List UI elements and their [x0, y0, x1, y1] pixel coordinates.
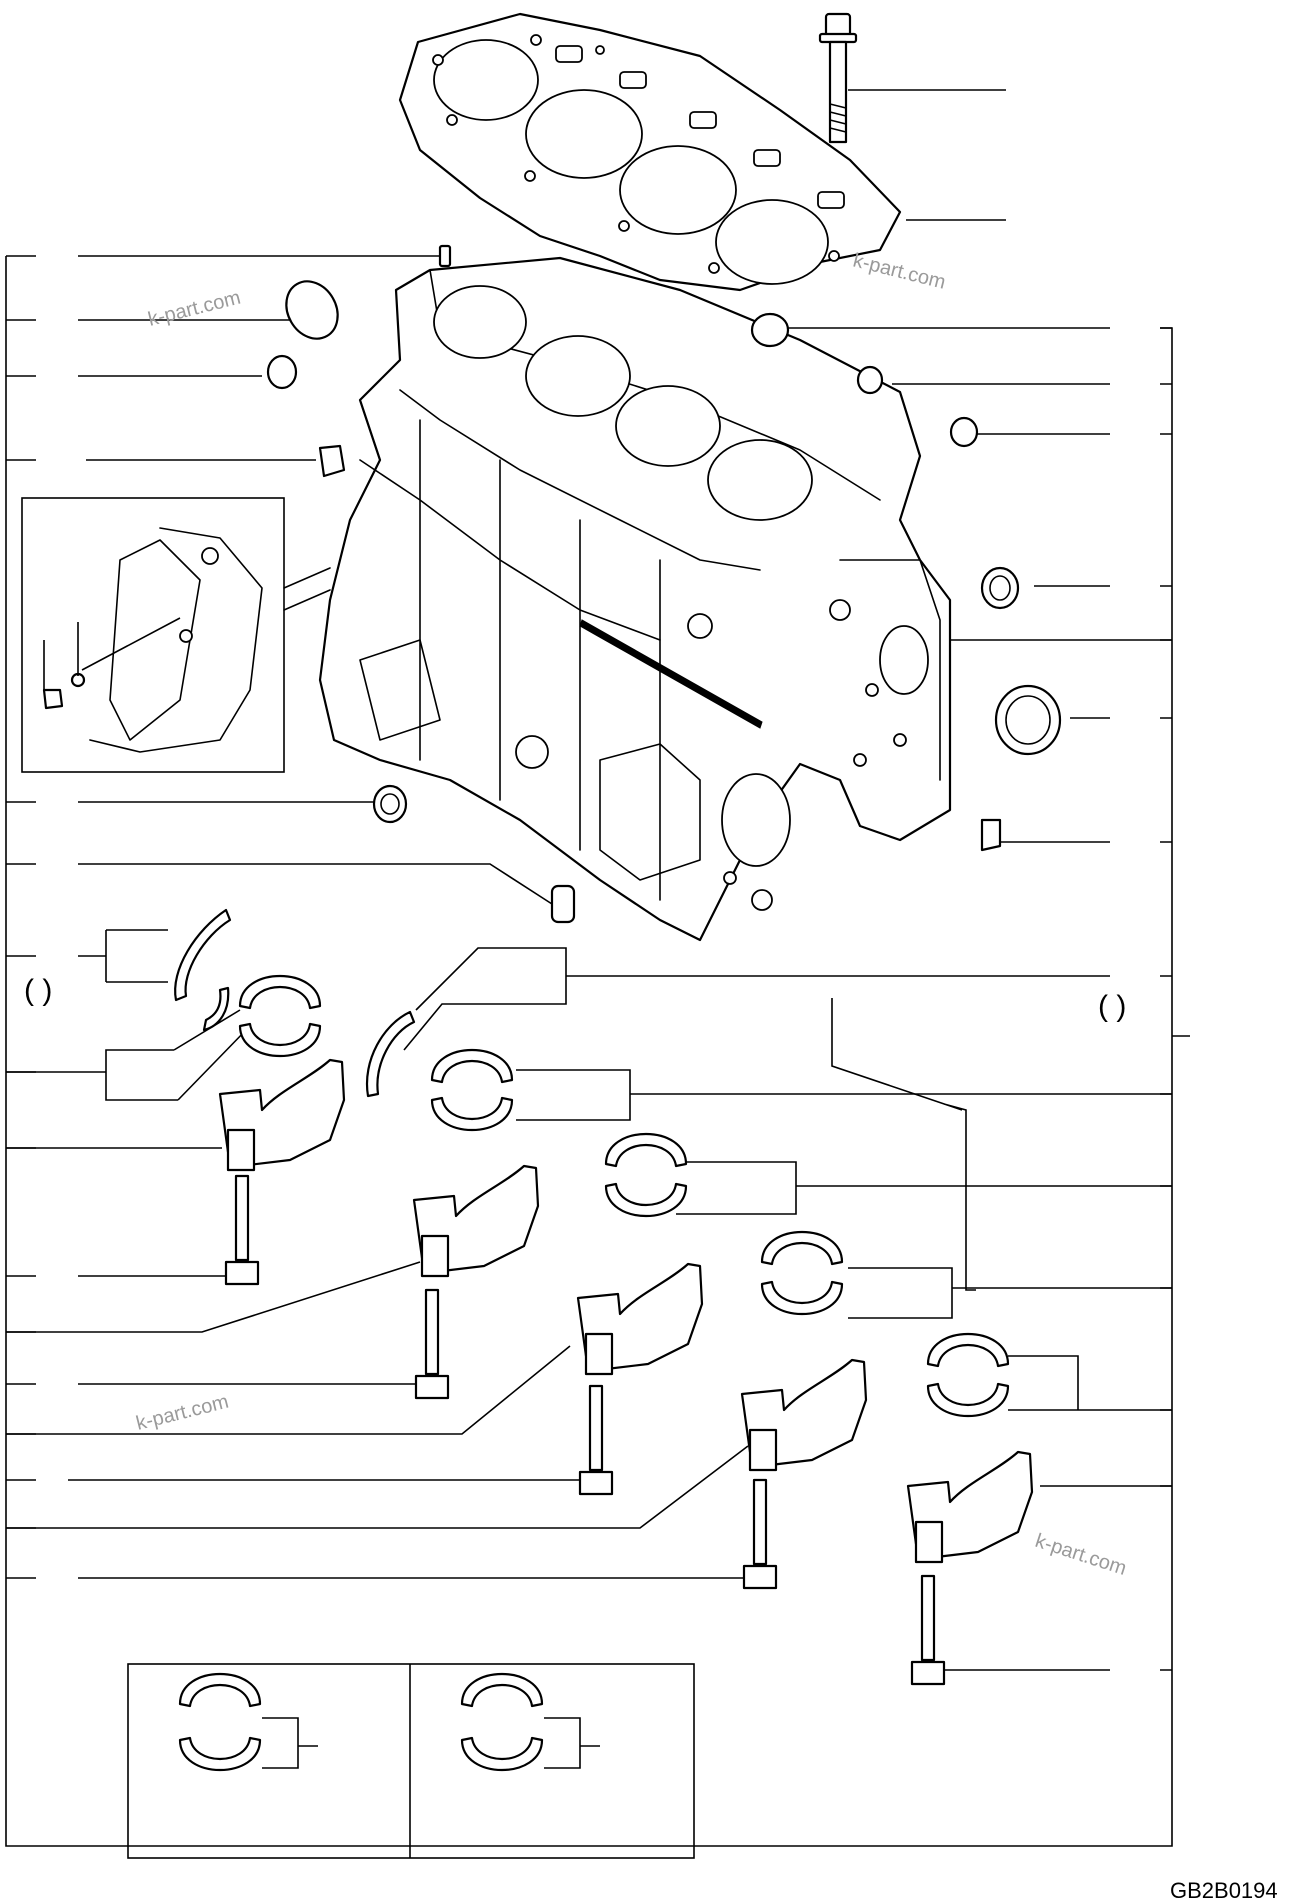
left-paren-label: ( ): [24, 974, 52, 1007]
parentheses-markers: ( ) ( ): [24, 974, 1126, 1023]
cylinder-head-gasket-icon: [398, 12, 902, 292]
watermark-1: k-part.com: [146, 287, 243, 331]
detail-inset: [21, 497, 331, 773]
watermark-4: k-part.com: [1032, 1530, 1129, 1580]
left-leader-lines: [6, 255, 749, 1579]
bearing-shell-icon: [178, 975, 1010, 1771]
expansion-plug-icon: [266, 280, 1002, 924]
right-paren-label: ( ): [1098, 990, 1126, 1023]
dowel-pin-icon: [438, 244, 452, 268]
left-leader-ticks: [6, 255, 36, 1579]
right-leader-ticks: [1160, 327, 1190, 1671]
thrust-washer-icon: [174, 908, 416, 1098]
watermark-2: k-part.com: [851, 250, 948, 294]
head-bolt-icon: [818, 12, 858, 144]
cylinder-block-icon: [318, 256, 952, 942]
watermark-3: k-part.com: [134, 1391, 231, 1435]
cap-bolt-icon: [224, 1174, 946, 1686]
right-leader-lines: [403, 89, 1172, 1671]
bearing-inset-frame: [127, 1663, 695, 1859]
oil-seal-icon: [372, 566, 1062, 824]
main-bearing-cap-icon: [218, 1058, 1034, 1564]
figure-code: GB2B0194: [1170, 1878, 1278, 1903]
